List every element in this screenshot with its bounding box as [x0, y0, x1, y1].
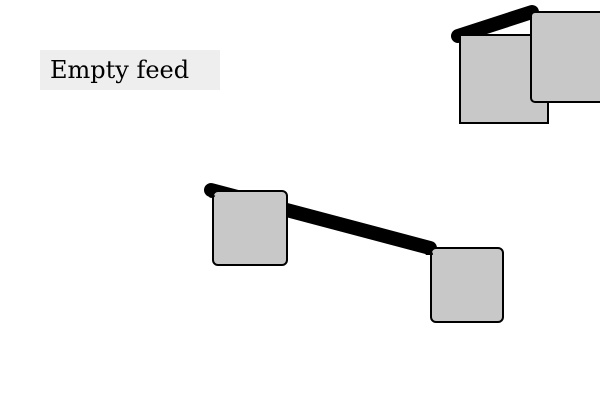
- middle-right-node-label: z: [425, 240, 433, 259]
- middle-left-node-label: c: [207, 183, 216, 202]
- middle-left-card[interactable]: [212, 190, 288, 266]
- top-left-node-label: t: [454, 27, 461, 46]
- top-right-node-label: r: [527, 3, 535, 22]
- top-right-card[interactable]: [530, 11, 600, 103]
- middle-right-card[interactable]: [430, 247, 504, 323]
- top-connector: [451, 5, 539, 43]
- empty-feed-label: Empty feed: [40, 50, 220, 90]
